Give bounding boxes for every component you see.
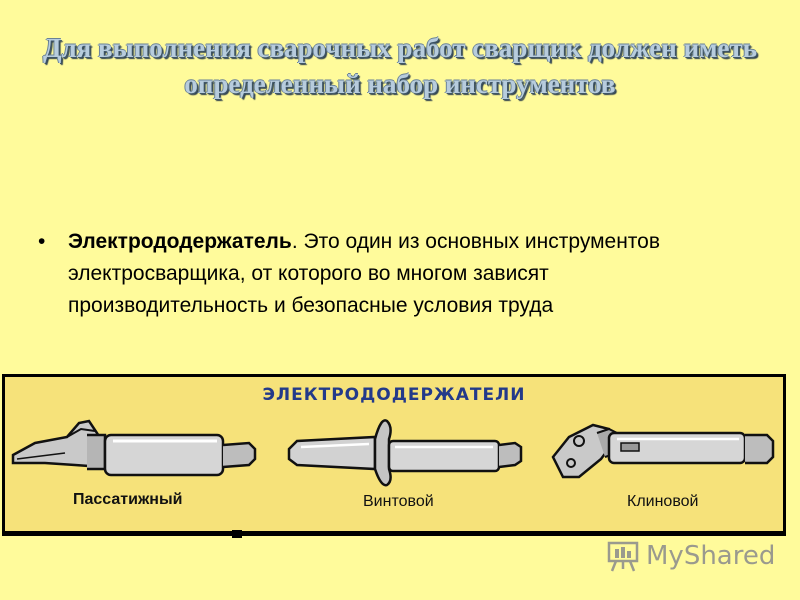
tool-label-screw: Винтовой [363,493,434,510]
figure-heading: ЭЛЕКТРОДОДЕРЖАТЕЛИ [262,385,526,405]
slide-title-line-1: Для выполнения сварочных работ сварщик д… [42,33,758,63]
figure-mark [232,530,242,538]
bullet-list: • Электрододержатель. Это один из основн… [38,226,698,322]
slide-title-line-2: определенный набор инструментов [184,69,616,99]
tool-label-wedge: Клиновой [627,493,699,510]
bullet-item: • Электрододержатель. Это один из основн… [38,226,698,322]
figure-bottom-edge [2,534,786,536]
bullet-term: Электрододержатель [68,230,292,253]
bullet-text: . Это один из основных инструментов элек… [68,230,661,317]
screw-holder-icon [287,419,523,487]
pliers-holder-icon [11,419,257,477]
tool-label-pliers: Пассатижный [73,491,183,508]
electrode-holders-figure: ЭЛЕКТРОДОДЕРЖАТЕЛИ [2,374,786,534]
wedge-holder-icon [551,423,775,479]
watermark-brand: MyShared [646,541,776,571]
watermark: MyShared [606,538,775,574]
bullet-marker: • [38,230,46,253]
presentation-board-icon [607,541,639,572]
tools-illustration [11,419,775,487]
slide-title: Для выполнения сварочных работ сварщик д… [0,30,800,102]
